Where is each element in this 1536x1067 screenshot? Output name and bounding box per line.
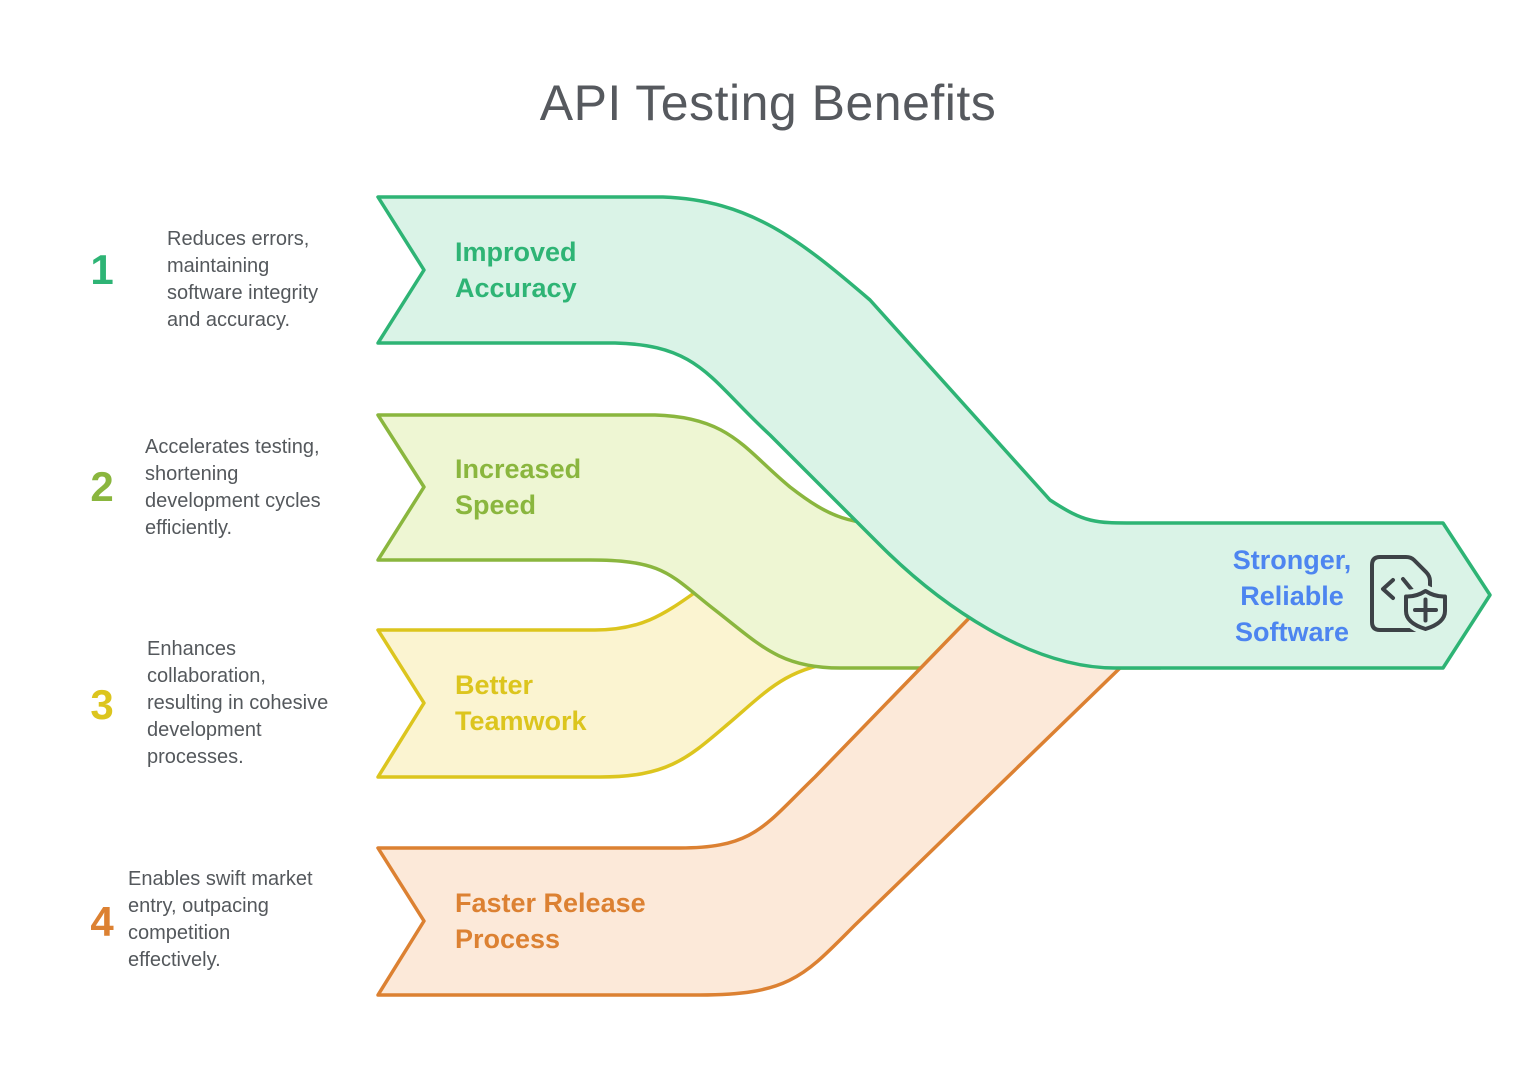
- document-icon: [1370, 555, 1432, 632]
- banner-label-faster-release-process: Faster Release Process: [455, 888, 646, 954]
- banner-label-increased-speed: Increased Speed: [455, 454, 582, 520]
- band-better-teamwork: [376, 578, 845, 779]
- banner-label-improved-accuracy: Improved Accuracy: [455, 237, 577, 303]
- item-description-1: Reduces errors, maintaining software int…: [167, 228, 319, 331]
- band-improved-accuracy-merged-arrow: [376, 195, 1492, 670]
- item-number-4: 4: [90, 898, 114, 945]
- item-description-4: Enables swift market entry, outpacing co…: [128, 868, 313, 971]
- item-number-3: 3: [90, 681, 114, 728]
- page-title: API Testing Benefits: [539, 75, 997, 131]
- code-chevron-icon: [1381, 578, 1395, 600]
- outcome-label: Stronger, Reliable Software: [1232, 545, 1352, 647]
- banner-label-better-teamwork: Better Teamwork: [455, 670, 587, 736]
- item-description-3: Enhances collaboration, resulting in coh…: [147, 638, 329, 768]
- item-number-1: 1: [90, 246, 114, 293]
- item-description-2: Accelerates testing, shortening developm…: [145, 436, 321, 539]
- plus-icon: [1413, 597, 1438, 623]
- document-code-shield-plus-icon: [1370, 555, 1451, 636]
- item-number-2: 2: [90, 463, 114, 510]
